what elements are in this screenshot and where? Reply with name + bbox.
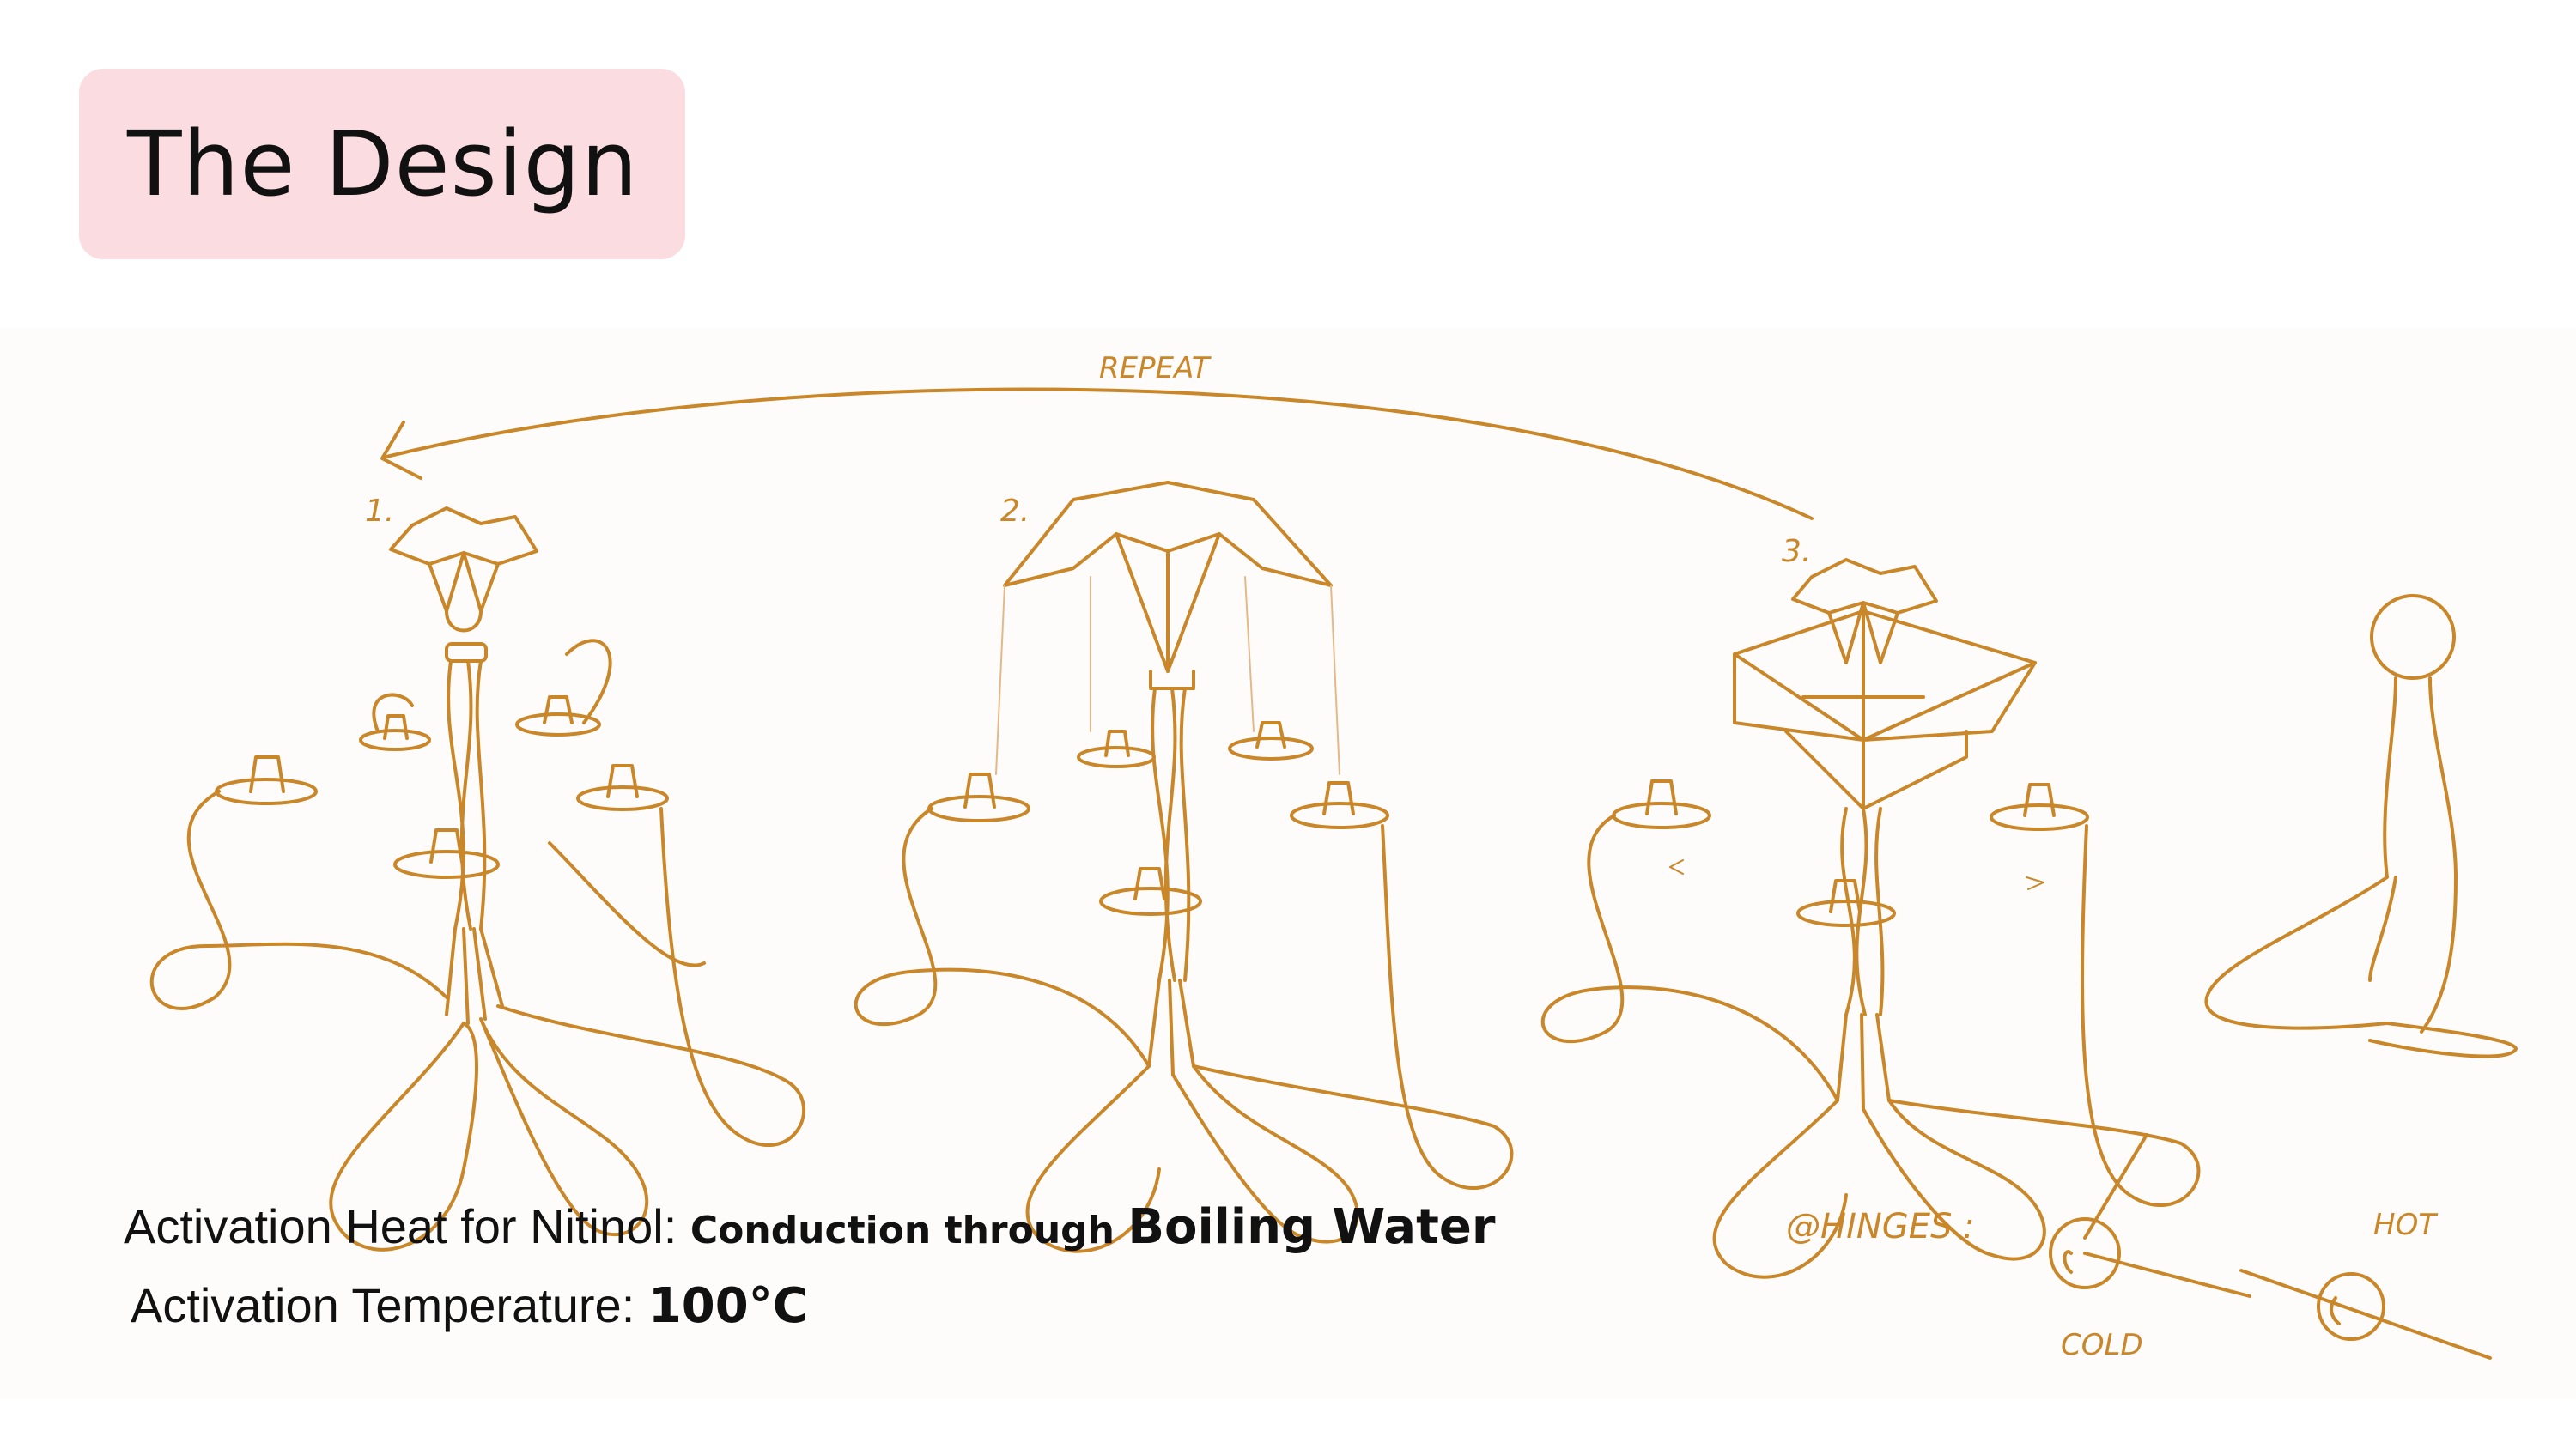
stage-3-label: 3. [1782, 534, 1811, 569]
design-sketch: REPEAT 1. 2. 3. @HINGES : COLD HOT [149, 351, 2518, 1362]
slide-title: The Design [127, 112, 639, 216]
repeat-arrowhead-icon [380, 421, 422, 480]
stage-2-sculpture [854, 481, 1514, 1253]
stage-3-sculpture [1540, 558, 2201, 1279]
sketch-panel [0, 328, 2576, 1399]
hinge-hot-icon [2239, 1269, 2492, 1360]
heat-prefix: Activation Heat for Nitinol: [124, 1199, 690, 1253]
hinge-cold-icon [2049, 1133, 2251, 1298]
title-badge: The Design [79, 69, 685, 259]
temp-value: 100°C [647, 1278, 808, 1334]
heat-medium: Boiling Water [1127, 1199, 1496, 1255]
hot-label: HOT [2373, 1208, 2438, 1242]
seated-figure [2204, 594, 2518, 1058]
activation-temp-caption: Activation Temperature: 100°C [131, 1277, 808, 1334]
cold-label: COLD [2061, 1328, 2143, 1362]
heat-method: Conduction through [690, 1209, 1128, 1252]
activation-heat-caption: Activation Heat for Nitinol: Conduction … [124, 1198, 1495, 1255]
hinges-label: @HINGES : [1786, 1207, 1975, 1246]
repeat-arrow [385, 387, 1814, 520]
stage-2-label: 2. [1000, 494, 1030, 529]
temp-prefix: Activation Temperature: [131, 1278, 648, 1332]
stage-1-sculpture [149, 506, 806, 1252]
repeat-label: REPEAT [1099, 351, 1212, 385]
stage-1-label: 1. [365, 494, 394, 529]
